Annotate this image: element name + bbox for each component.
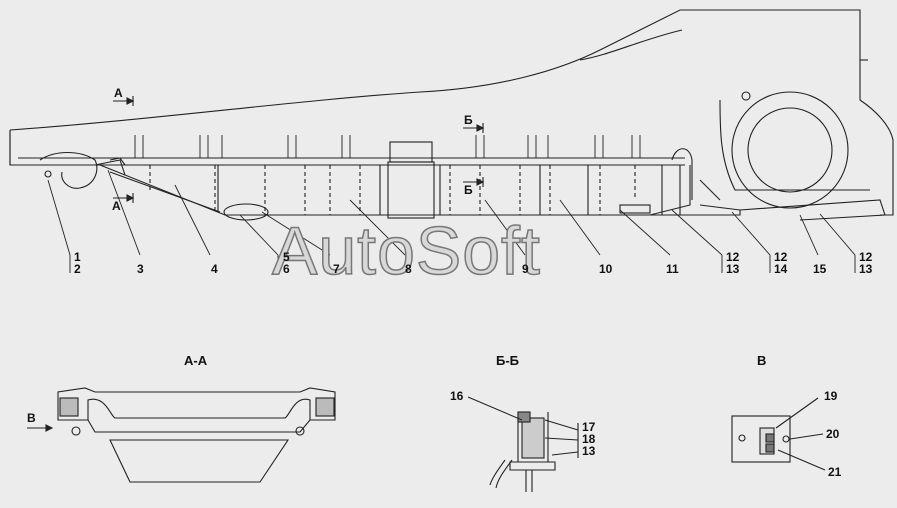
callout-19: 19 — [824, 389, 838, 403]
callout-13-d: 13 — [582, 444, 596, 458]
section-marker-a-low: А — [112, 199, 121, 213]
front-hitch — [39, 151, 98, 189]
callout-8: 8 — [405, 262, 412, 276]
section-marker-b-top: Б — [464, 113, 473, 127]
callout-21: 21 — [828, 465, 842, 479]
callout-18: 18 — [582, 432, 596, 446]
callout-13-c: 13 — [859, 262, 873, 276]
callout-16: 16 — [450, 389, 464, 403]
callout-13-a: 13 — [726, 262, 740, 276]
section-arrows — [113, 96, 485, 203]
callout-3: 3 — [137, 262, 144, 276]
body-inner-line — [579, 29, 683, 61]
callout-12-a: 12 — [726, 250, 740, 264]
callout-4: 4 — [211, 262, 218, 276]
section-marker-b-low: Б — [464, 183, 473, 197]
section-title-bb: Б-Б — [496, 353, 520, 368]
callout-12-c: 12 — [859, 250, 873, 264]
wheel-inner — [747, 107, 833, 193]
callout-5: 5 — [283, 250, 290, 264]
view-v-drawing — [731, 397, 826, 471]
section-aa-drawing — [27, 387, 336, 483]
view-marker-v: В — [27, 411, 36, 425]
section-title-aa: А-А — [184, 353, 208, 368]
callout-6: 6 — [283, 262, 290, 276]
callout-15: 15 — [813, 262, 827, 276]
frame-lower-profile — [99, 164, 691, 216]
section-bb-drawing — [467, 396, 579, 492]
callout-9: 9 — [522, 262, 529, 276]
central-box — [389, 141, 433, 163]
section-marker-a-top: А — [114, 86, 123, 100]
callout-20: 20 — [826, 427, 840, 441]
body-outline — [9, 9, 894, 216]
callout-14: 14 — [774, 262, 788, 276]
callout-1: 1 — [74, 250, 81, 264]
callout-12-b: 12 — [774, 250, 788, 264]
callout-2: 2 — [74, 262, 81, 276]
section-title-v: В — [757, 353, 767, 368]
callout-7: 7 — [333, 262, 340, 276]
wheel-outer — [731, 91, 849, 209]
callout-10: 10 — [599, 262, 613, 276]
callout-11: 11 — [666, 262, 679, 276]
mount-ellipse — [223, 203, 269, 221]
callout-17: 17 — [582, 420, 596, 434]
